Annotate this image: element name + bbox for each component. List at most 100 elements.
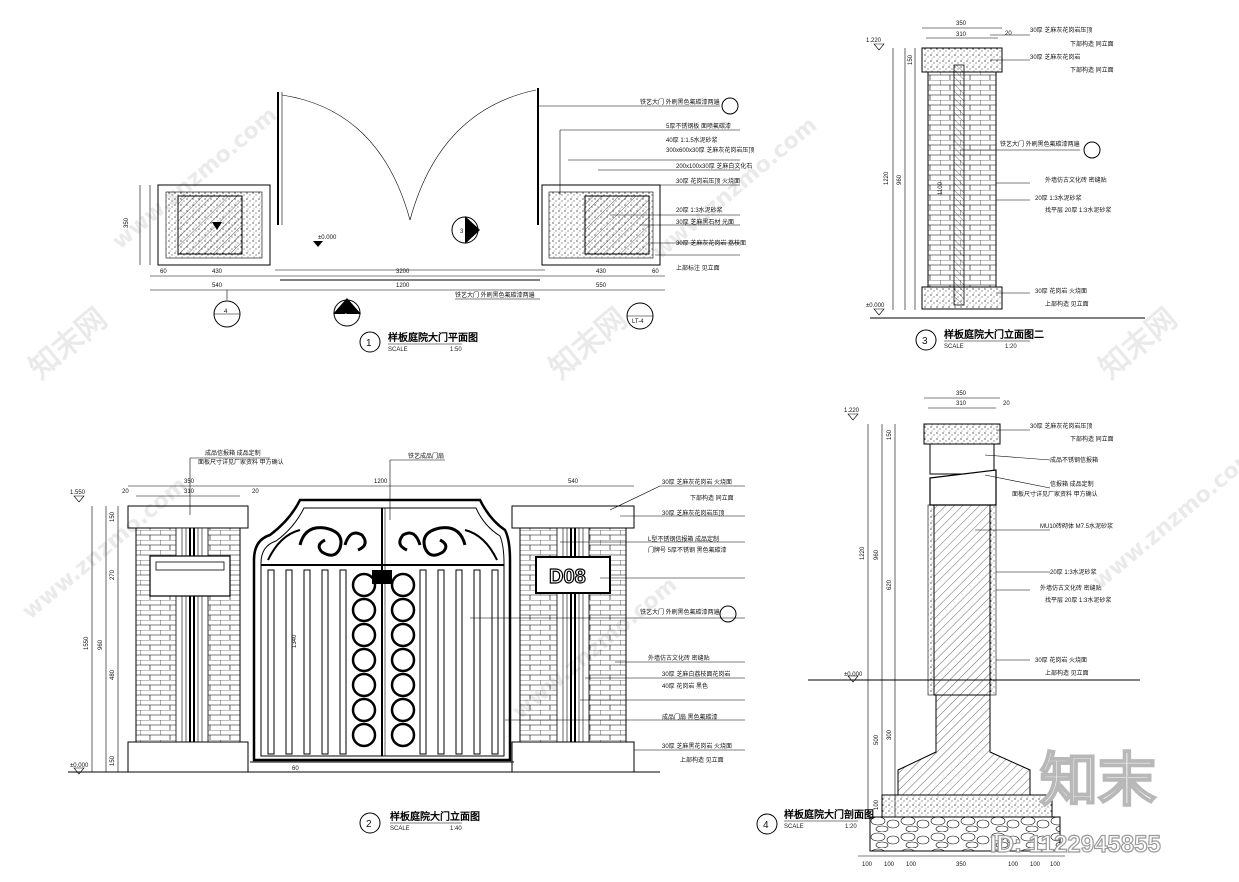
- svg-text:1.220: 1.220: [866, 38, 882, 44]
- front-left-base: [127, 741, 249, 773]
- svg-text:成品不锈钢信报箱: 成品不锈钢信报箱: [1050, 456, 1098, 464]
- front-right-callouts: 30厚 芝麻灰花岗岩 火烧面 下部构造 同立面 30厚 芝麻灰花岗岩压顶 L型不…: [470, 478, 745, 764]
- svg-text:150: 150: [887, 429, 893, 440]
- section-wall: [933, 504, 991, 696]
- svg-text:310: 310: [956, 32, 967, 38]
- svg-text:成品信报箱 成品定制: 成品信报箱 成品定制: [205, 449, 261, 457]
- section-concrete-base: [881, 794, 1053, 818]
- plan-dim-pillar-right: 550: [596, 283, 607, 289]
- svg-text:1220: 1220: [884, 171, 890, 185]
- brand-id: ID: 1122945855: [990, 831, 1161, 858]
- svg-text:2: 2: [344, 314, 348, 320]
- svg-text:上部构造 见立面: 上部构造 见立面: [680, 756, 724, 764]
- svg-text:310: 310: [956, 401, 967, 407]
- plan-dim-pillar-left: 540: [212, 283, 223, 289]
- plan-view: ±0.000 3200 1200 540 550 430 430 60 60 3…: [124, 88, 754, 353]
- svg-text:30厚 芝麻灰花岗岩: 30厚 芝麻灰花岗岩: [1030, 53, 1080, 61]
- front-elevation-view: D08: [68, 449, 745, 834]
- section-bottom-dims: 100 100 100 350 100 100 100: [862, 862, 1061, 868]
- svg-text:L型不锈钢信报箱 成品定制: L型不锈钢信报箱 成品定制: [648, 535, 719, 543]
- svg-text:40厚 花岗岩 黑色: 40厚 花岗岩 黑色: [662, 682, 708, 690]
- svg-text:知末网: 知末网: [23, 301, 114, 386]
- svg-text:知末网: 知末网: [543, 301, 634, 386]
- front-left-callouts: 成品信报箱 成品定制 面板尺寸详见厂家资料 甲方确认: [189, 449, 284, 515]
- svg-text:上部构造 见立面: 上部构造 见立面: [1045, 669, 1089, 677]
- plan-right-pillar-core: [584, 195, 650, 255]
- svg-text:铁艺大门 外刷黑色氟碳漆两遍: 铁艺大门 外刷黑色氟碳漆两遍: [640, 608, 720, 616]
- svg-text:找平层 20厚 1:3水泥砂浆: 找平层 20厚 1:3水泥砂浆: [1045, 596, 1111, 604]
- plan-title: 样板庭院大门平面图: [388, 331, 478, 344]
- plan-left-elev-marker: [212, 222, 222, 230]
- svg-text:30厚 芝麻灰花岗岩压顶: 30厚 芝麻灰花岗岩压顶: [1030, 422, 1092, 430]
- svg-text:200x100x30厚 芝麻白文化石: 200x100x30厚 芝麻白文化石: [676, 162, 752, 170]
- svg-text:MU10砖砌体 M7.5水泥砂浆: MU10砖砌体 M7.5水泥砂浆: [1040, 522, 1113, 530]
- side-callouts: 30厚 芝麻灰花岗岩压顶 下部构造 同立面 30厚 芝麻灰花岗岩 下部构造 同立…: [960, 26, 1114, 308]
- svg-text:30厚 芝麻灰花岗岩压顶: 30厚 芝麻灰花岗岩压顶: [1030, 26, 1092, 34]
- svg-text:3: 3: [922, 336, 928, 347]
- svg-text:100: 100: [884, 862, 895, 868]
- svg-text:1.220: 1.220: [844, 408, 860, 414]
- section-title-block: 4 样板庭院大门剖面图 SCALE 1:20: [756, 808, 874, 835]
- svg-text:SCALE: SCALE: [944, 344, 964, 350]
- svg-text:www.znzmo.com: www.znzmo.com: [1088, 443, 1239, 595]
- svg-text:100: 100: [874, 799, 880, 810]
- svg-text:30厚 芝麻灰花岗岩 火烧面: 30厚 芝麻灰花岗岩 火烧面: [662, 478, 732, 486]
- svg-text:620: 620: [887, 579, 893, 590]
- svg-text:铁艺大门 外刷黑色氟碳漆两遍: 铁艺大门 外刷黑色氟碳漆两遍: [1000, 140, 1080, 148]
- svg-text:20: 20: [252, 489, 259, 495]
- svg-text:1:50: 1:50: [450, 347, 462, 353]
- svg-text:成品门扇 黑色氟碳漆: 成品门扇 黑色氟碳漆: [662, 713, 718, 721]
- svg-text:±0.000: ±0.000: [866, 303, 885, 309]
- plan-left-pillar-outer: [157, 184, 271, 266]
- plan-title-number: 1: [366, 338, 372, 349]
- side-base: [921, 286, 1003, 310]
- svg-text:SCALE: SCALE: [388, 347, 408, 353]
- svg-text:30厚 芝麻灰花岗岩压顶: 30厚 芝麻灰花岗岩压顶: [662, 509, 724, 517]
- svg-text:1200: 1200: [374, 479, 388, 485]
- plan-dim-gate: 1200: [396, 283, 410, 289]
- svg-text:找平层 20厚 1:3水泥砂浆: 找平层 20厚 1:3水泥砂浆: [1045, 206, 1111, 214]
- svg-text:面板尺寸详见厂家资料 甲方确认: 面板尺寸详见厂家资料 甲方确认: [1012, 490, 1098, 498]
- svg-text:3: 3: [460, 229, 464, 235]
- plan-left-swing-arc: [281, 94, 411, 221]
- svg-text:100: 100: [1030, 862, 1041, 868]
- svg-text:300x600x30厚 芝麻灰花岗岩压顶: 300x600x30厚 芝麻灰花岗岩压顶: [666, 146, 754, 154]
- svg-text:150: 150: [110, 755, 116, 766]
- plan-section-marker-4: 4: [213, 290, 241, 328]
- svg-text:310: 310: [184, 489, 195, 495]
- side-elevation-view: 350 310 20 1220 960 150 1100 1.220 ±0.00…: [866, 21, 1145, 351]
- front-gate-bars: [267, 569, 499, 755]
- svg-text:1220: 1220: [860, 546, 866, 560]
- svg-text:外墙仿古文化砖 密缝贴: 外墙仿古文化砖 密缝贴: [1045, 176, 1107, 184]
- svg-text:100: 100: [862, 862, 873, 868]
- svg-text:300: 300: [887, 729, 893, 740]
- svg-text:960: 960: [874, 549, 880, 560]
- svg-text:门牌号 5厚不锈钢 黑色氟碳漆: 门牌号 5厚不锈钢 黑色氟碳漆: [648, 546, 727, 554]
- svg-text:SCALE: SCALE: [784, 824, 804, 830]
- svg-text:下部构造 同立面: 下部构造 同立面: [1070, 40, 1114, 48]
- svg-text:100: 100: [1008, 862, 1019, 868]
- plan-title-block: 1 样板庭院大门平面图 SCALE 1:50: [359, 331, 478, 353]
- plan-center-elev-marker: [313, 241, 323, 247]
- svg-text:1340: 1340: [292, 634, 298, 648]
- section-title: 样板庭院大门剖面图: [784, 808, 874, 821]
- svg-text:SCALE: SCALE: [390, 826, 410, 832]
- svg-text:20厚 1:3水泥砂浆: 20厚 1:3水泥砂浆: [676, 206, 723, 214]
- svg-text:960: 960: [897, 174, 903, 185]
- svg-text:30厚 花岗岩 火烧面: 30厚 花岗岩 火烧面: [1035, 656, 1087, 664]
- svg-text:面板尺寸详见厂家资料 甲方确认: 面板尺寸详见厂家资料 甲方确认: [198, 458, 284, 466]
- svg-text:150: 150: [110, 511, 116, 522]
- front-right-base: [511, 741, 635, 773]
- svg-text:100: 100: [906, 862, 917, 868]
- svg-text:1.550: 1.550: [70, 490, 86, 496]
- front-title: 样板庭院大门立面图: [390, 810, 480, 823]
- plan-callouts: 铁艺大门 外刷黑色氟碳漆两遍 5厚不锈钢板 面喷氟碳漆 40厚 1:1.5水泥砂…: [455, 97, 754, 300]
- svg-text:上部标注 见立面: 上部标注 见立面: [676, 264, 720, 272]
- section-view: 350 310 20 1220 960 150 620 300 500 100 …: [756, 391, 1140, 868]
- svg-text:1:40: 1:40: [450, 826, 462, 832]
- svg-text:350: 350: [956, 21, 967, 27]
- svg-text:960: 960: [98, 639, 104, 650]
- front-gate-lock: [372, 570, 392, 584]
- side-title-block: 3 样板庭院大门立面图二 SCALE 1:20: [915, 328, 1044, 351]
